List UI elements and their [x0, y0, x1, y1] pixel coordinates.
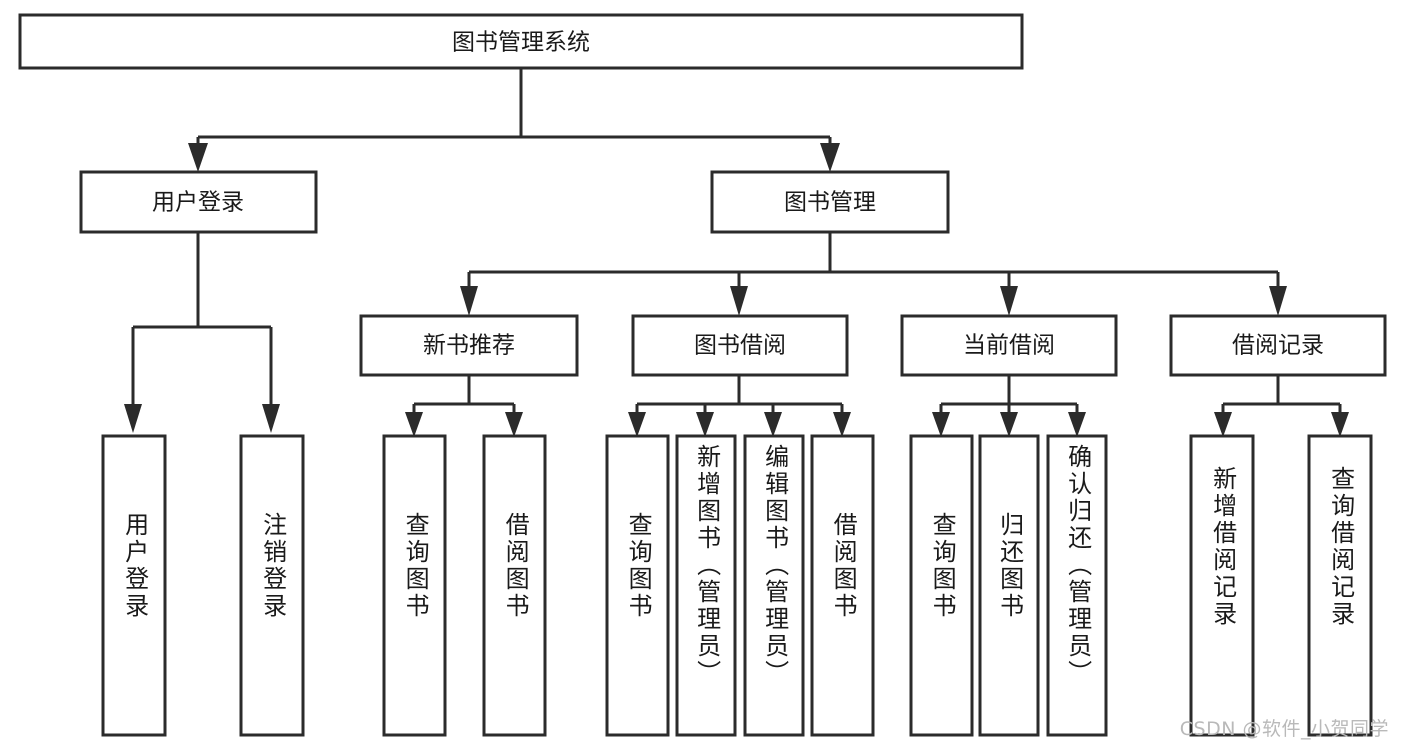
arrowhead-leaf-current-2	[1000, 412, 1018, 437]
node-layer: 图书管理系统 用户登录 图书管理 新书推荐 图书借阅 当前借阅 借阅记录	[18, 13, 1387, 737]
arrowhead-leaf-newbook-2	[505, 412, 523, 437]
arrowhead-layer	[124, 143, 1349, 437]
node-new-book-box[interactable]	[359, 314, 579, 377]
arrowhead-to-leaf-user-login	[124, 404, 142, 433]
leaf-box-user-login[interactable]	[101, 434, 167, 737]
node-current-borrow-label: 当前借阅	[963, 333, 1055, 359]
arrowhead-leaf-newbook-1	[405, 412, 423, 437]
leaf-box-newbook-query[interactable]	[382, 434, 447, 737]
node-root-box[interactable]	[18, 13, 1024, 70]
leaf-box-newbook-borrow[interactable]	[482, 434, 547, 737]
leaf-box-current-query[interactable]	[909, 434, 974, 737]
csdn-watermark: CSDN @软件_小贺同学	[1179, 718, 1389, 740]
node-root-label: 图书管理系统	[452, 30, 590, 56]
arrowhead-to-book-borrow	[730, 286, 748, 316]
node-book-mgmt-label: 图书管理	[784, 190, 876, 216]
arrowhead-leaf-borrow-3	[764, 412, 782, 437]
node-new-book-label: 新书推荐	[423, 333, 515, 359]
arrowhead-to-borrow-records	[1269, 286, 1287, 316]
leaf-box-logout[interactable]	[239, 434, 305, 737]
node-borrow-records-box[interactable]	[1169, 314, 1387, 377]
leaf-box-borrow-add[interactable]	[675, 434, 737, 737]
arrowhead-leaf-records-2	[1331, 412, 1349, 437]
node-current-borrow-box[interactable]	[900, 314, 1118, 377]
arrowhead-leaf-current-1	[932, 412, 950, 437]
leaf-box-records-add[interactable]	[1189, 434, 1255, 737]
leaf-box-current-confirm[interactable]	[1046, 434, 1108, 737]
node-book-mgmt-box[interactable]	[710, 170, 950, 234]
arrowhead-to-current-borrow	[1000, 286, 1018, 316]
arrowhead-leaf-records-1	[1214, 412, 1232, 437]
arrowhead-leaf-borrow-2	[696, 412, 714, 437]
leaf-box-borrow-query[interactable]	[605, 434, 670, 737]
arrowhead-leaf-current-3	[1068, 412, 1086, 437]
leaf-box-borrow-borrow[interactable]	[810, 434, 875, 737]
node-borrow-records-label: 借阅记录	[1232, 333, 1324, 359]
node-user-login-label: 用户登录	[152, 190, 244, 216]
node-book-borrow-label: 图书借阅	[694, 333, 786, 359]
node-book-borrow-box[interactable]	[631, 314, 849, 377]
leaf-box-borrow-edit[interactable]	[743, 434, 805, 737]
arrowhead-to-new-book	[460, 286, 478, 316]
arrowhead-to-user-login	[188, 143, 208, 172]
arrowhead-leaf-borrow-1	[628, 412, 646, 437]
arrowhead-to-leaf-logout	[262, 404, 280, 433]
leaf-box-current-return[interactable]	[978, 434, 1040, 737]
node-user-login-box[interactable]	[79, 170, 318, 234]
leaf-box-records-query[interactable]	[1307, 434, 1373, 737]
arrowhead-to-book-mgmt	[820, 143, 840, 172]
arrowhead-leaf-borrow-4	[833, 412, 851, 437]
